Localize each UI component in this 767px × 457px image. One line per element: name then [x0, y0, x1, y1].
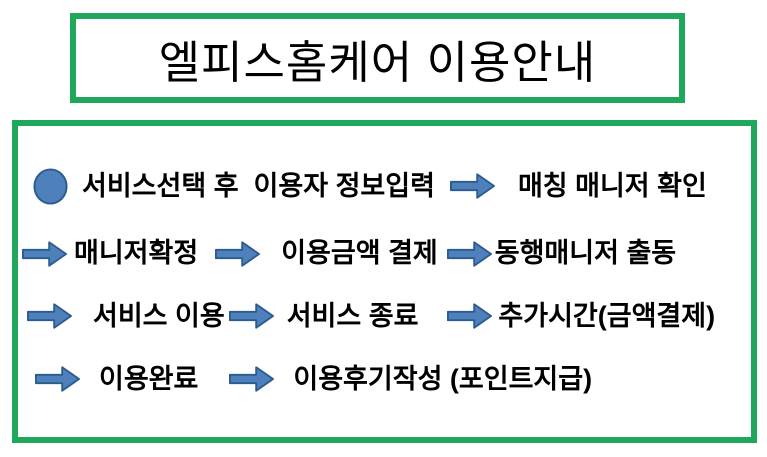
title-box: 엘피스홈케어 이용안내 [70, 13, 685, 103]
step-label: 이용완료 [99, 363, 199, 394]
step-label: 추가시간(금액결제) [498, 300, 716, 331]
arrow-right-icon [449, 171, 496, 201]
step-label: 이용금액 결제 [281, 238, 438, 269]
flow-row-3: 서비스 이용 서비스 종료 추가시간(금액결제) [18, 301, 751, 331]
step-label: 서비스 이용 [93, 300, 225, 331]
arrow-right-icon [446, 239, 493, 269]
arrow-right-icon [21, 239, 68, 269]
arrow-right-icon [26, 301, 73, 331]
step-label: 매칭 매니저 확인 [517, 170, 707, 201]
flow-row-4: 이용완료 이용후기작성 (포인트지급) [18, 364, 751, 394]
arrow-right-icon [446, 301, 493, 331]
arrow-right-icon [228, 364, 275, 394]
step-label: 동행매니저 출동 [494, 238, 677, 269]
step-label: 서비스선택 후 이용자 정보입력 [82, 170, 435, 201]
usage-flow-box: 서비스선택 후 이용자 정보입력 매칭 매니저 확인 매니저확정 이용금액 결제… [12, 120, 757, 443]
step-label: 이용후기작성 (포인트지급) [293, 363, 593, 394]
flow-row-2: 매니저확정 이용금액 결제 동행매니저 출동 [18, 239, 751, 269]
circle-bullet-icon [32, 167, 69, 206]
arrow-right-icon [228, 301, 275, 331]
step-label: 매니저확정 [74, 238, 199, 269]
flow-row-1: 서비스선택 후 이용자 정보입력 매칭 매니저 확인 [18, 167, 751, 206]
arrow-right-icon [214, 239, 261, 269]
step-label: 서비스 종료 [286, 300, 419, 331]
page-title: 엘피스홈케어 이용안내 [158, 36, 597, 88]
arrow-right-icon [34, 364, 81, 394]
